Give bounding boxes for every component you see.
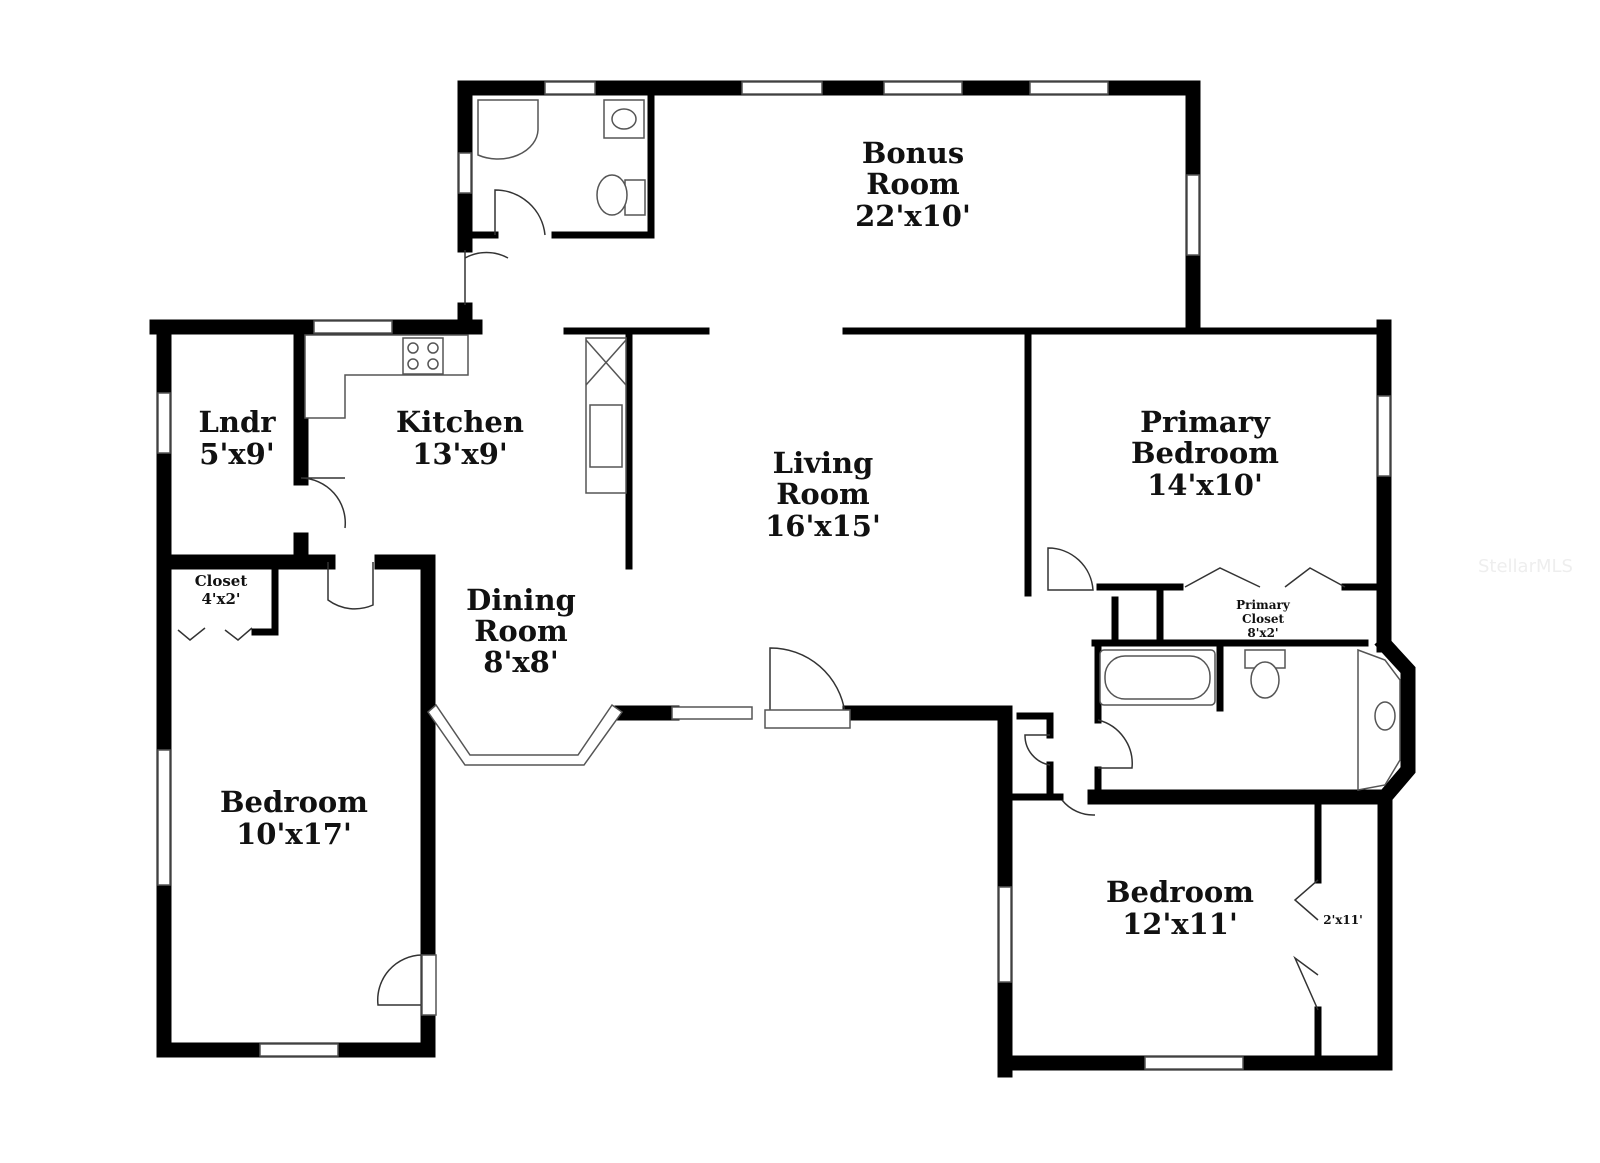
bedroom-right-label: Bedroom: [1106, 875, 1254, 909]
shower-icon: [477, 99, 539, 160]
bedroom-left-label: Bedroom: [220, 785, 368, 819]
primary-bedroom-label: Primary: [1140, 405, 1271, 439]
room-labels: Bonus Room 22'x10' Lndr 5'x9' Kitchen 13…: [195, 136, 1363, 941]
primary-closet-size: 8'x2': [1247, 626, 1278, 640]
living-room-label: Living: [773, 446, 874, 480]
primary-closet-label: Primary: [1236, 598, 1291, 612]
watermark: StellarMLS: [1478, 556, 1573, 577]
walls: [149, 80, 1416, 1078]
dining-room-label-2: Room: [474, 614, 568, 648]
bonus-room-size: 22'x10': [855, 199, 971, 233]
kitchen-sink-icon: [589, 404, 623, 468]
closet-label: Closet: [195, 572, 248, 590]
laundry-size: 5'x9': [199, 437, 274, 471]
laundry-label: Lndr: [198, 405, 276, 439]
closet-size: 4'x2': [201, 590, 240, 608]
windows: [157, 81, 1391, 1070]
living-room-size: 16'x15': [765, 509, 881, 543]
dining-room-size: 8'x8': [483, 645, 558, 679]
doors: [177, 189, 1346, 1016]
primary-closet-label-2: Closet: [1242, 612, 1285, 626]
toilet-icon: [624, 179, 646, 216]
kitchen-label: Kitchen: [396, 405, 524, 439]
kitchen-size: 13'x9': [412, 437, 508, 471]
bonus-room-label: Bonus: [862, 136, 964, 170]
dining-room-label: Dining: [466, 583, 576, 617]
bedroom-right-size: 12'x11': [1122, 907, 1238, 941]
bonus-room-label-2: Room: [866, 167, 960, 201]
closet-right-size: 2'x11': [1323, 913, 1363, 927]
fixtures: [304, 99, 1401, 791]
primary-bedroom-label-2: Bedroom: [1131, 436, 1279, 470]
primary-bedroom-size: 14'x10': [1147, 468, 1263, 502]
bedroom-left-size: 10'x17': [236, 817, 352, 851]
stove-icon: [402, 337, 444, 375]
living-room-label-2: Room: [776, 477, 870, 511]
